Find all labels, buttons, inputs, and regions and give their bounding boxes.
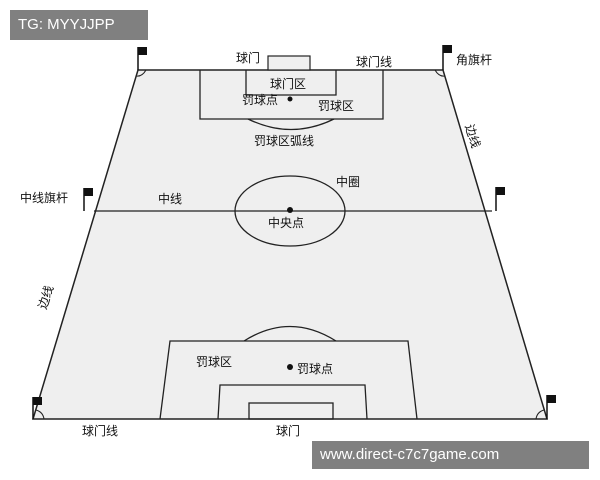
label-corner-flag: 角旗杆 — [456, 52, 492, 67]
penalty-area-top — [199, 70, 384, 120]
penalty-area-bottom — [159, 340, 418, 420]
goal-top — [267, 55, 311, 71]
label-penalty-arc: 罚球区弧线 — [254, 134, 314, 148]
penalty-arc-bottom — [243, 325, 337, 342]
corner-arc-bottom-left — [35, 409, 45, 420]
center-spot — [287, 207, 293, 213]
label-penalty-spot-top: 罚球点 — [242, 93, 278, 107]
corner-flag-icon — [442, 45, 452, 70]
label-halfway-line: 中线 — [158, 191, 182, 206]
label-goal-top: 球门 — [236, 50, 260, 65]
corner-flag-icon — [546, 395, 556, 419]
corner-arc-top-left — [135, 69, 147, 77]
goal-bottom — [248, 402, 334, 420]
label-goal-area: 球门区 — [270, 76, 306, 91]
label-penalty-spot-bottom: 罚球点 — [297, 362, 333, 376]
corner-arc-bottom-right — [535, 409, 545, 420]
center-circle — [234, 175, 346, 247]
watermark-bottom: www.direct-c7c7game.com — [312, 441, 589, 469]
corner-arc-top-right — [434, 69, 446, 77]
label-center-spot: 中央点 — [268, 215, 304, 230]
label-goal-line-top: 球门线 — [356, 54, 392, 69]
label-penalty-area-bottom: 罚球区 — [196, 355, 232, 369]
halfway-flag-icon — [495, 187, 505, 211]
label-penalty-area-top: 罚球区 — [318, 99, 354, 113]
label-halfway-flag: 中线旗杆 — [20, 190, 68, 205]
label-center-circle: 中圈 — [336, 174, 360, 189]
label-goal-bottom: 球门 — [276, 423, 300, 438]
corner-flag-icon — [32, 397, 42, 419]
penalty-arc-top — [247, 118, 335, 131]
goal-area-top — [245, 70, 337, 96]
penalty-spot-bottom — [287, 364, 293, 370]
corner-flag-icon — [137, 47, 147, 70]
halfway-flag-icon — [83, 188, 93, 211]
penalty-spot-top — [287, 96, 293, 102]
label-goal-line-bottom: 球门线 — [82, 423, 118, 438]
watermark-top: TG: MYYJJPP — [10, 10, 148, 40]
label-touchline-left: 边线 — [36, 284, 57, 311]
goal-area-bottom — [217, 384, 368, 420]
